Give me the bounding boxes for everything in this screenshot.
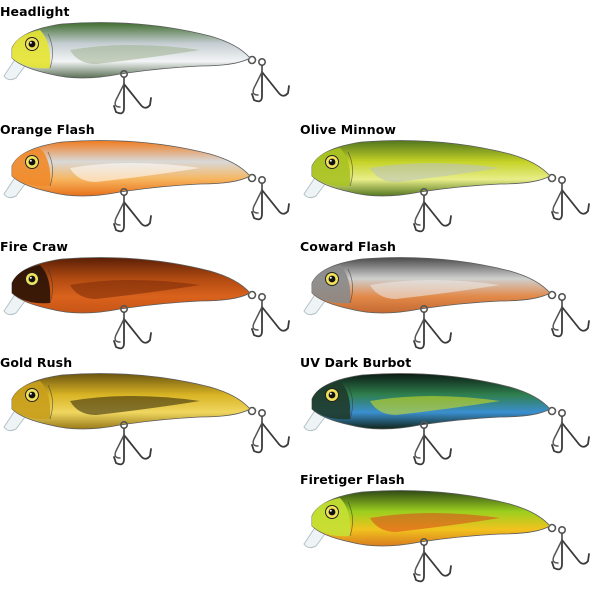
lure-image-uv-dark-burbot (303, 373, 590, 466)
lure-image-firetiger-flash (303, 490, 590, 583)
tail-eye (247, 290, 257, 300)
eye-icon (25, 37, 39, 51)
belly-treble-hook (413, 538, 452, 583)
side-flash (70, 45, 200, 64)
belly-treble-hook (413, 305, 452, 350)
side-flash (370, 513, 500, 532)
tail-eye (247, 173, 257, 183)
lure-name-label: Orange Flash (0, 122, 95, 137)
side-flash (370, 280, 500, 299)
eye-icon (325, 272, 339, 286)
eye-icon (325, 155, 339, 169)
belly-treble-hook (113, 421, 152, 466)
tail-treble-hook (551, 525, 590, 571)
lure-card-fire-craw: Fire Craw (0, 237, 300, 355)
tail-eye (547, 523, 557, 533)
eye-icon (25, 272, 39, 286)
side-flash (70, 280, 200, 299)
lure-name-label: Gold Rush (0, 355, 73, 370)
lure-card-orange-flash: Orange Flash (0, 120, 300, 238)
lure-image-coward-flash (303, 257, 590, 350)
belly-treble-hook (413, 188, 452, 233)
tail-eye (547, 173, 557, 183)
eye-icon (25, 388, 39, 402)
lure-name-label: Headlight (0, 4, 70, 19)
lure-image-headlight (3, 22, 290, 115)
tail-treble-hook (251, 408, 290, 454)
side-flash (370, 396, 500, 415)
side-flash (70, 163, 200, 182)
lure-name-label: UV Dark Burbot (300, 355, 412, 370)
tail-treble-hook (551, 175, 590, 221)
lure-image-gold-rush (3, 373, 290, 466)
belly-treble-hook (113, 70, 152, 115)
lure-card-uv-dark-burbot: UV Dark Burbot (300, 353, 600, 471)
lure-name-label: Fire Craw (0, 239, 69, 254)
eye-icon (325, 388, 339, 402)
tail-eye (247, 406, 257, 416)
tail-treble-hook (551, 408, 590, 454)
lure-image-olive-minnow (303, 140, 590, 233)
eye-icon (325, 505, 339, 519)
tail-treble-hook (551, 292, 590, 338)
eye-icon (25, 155, 39, 169)
tail-eye (247, 55, 257, 65)
side-flash (70, 396, 200, 415)
lure-name-label: Coward Flash (300, 239, 397, 254)
belly-treble-hook (113, 305, 152, 350)
lure-card-coward-flash: Coward Flash (300, 237, 600, 355)
lure-card-firetiger-flash: Firetiger Flash (300, 470, 600, 588)
tail-treble-hook (251, 292, 290, 338)
lure-card-olive-minnow: Olive Minnow (300, 120, 600, 238)
lure-card-gold-rush: Gold Rush (0, 353, 300, 471)
tail-treble-hook (251, 175, 290, 221)
lure-name-label: Firetiger Flash (300, 472, 405, 487)
tail-treble-hook (251, 57, 290, 103)
tail-eye (547, 406, 557, 416)
side-flash (370, 163, 500, 182)
lure-name-label: Olive Minnow (300, 122, 397, 137)
lure-card-headlight: Headlight (0, 2, 300, 120)
lure-image-fire-craw (3, 257, 290, 350)
lure-image-orange-flash (3, 140, 290, 233)
belly-treble-hook (413, 421, 452, 466)
belly-treble-hook (113, 188, 152, 233)
tail-eye (547, 290, 557, 300)
